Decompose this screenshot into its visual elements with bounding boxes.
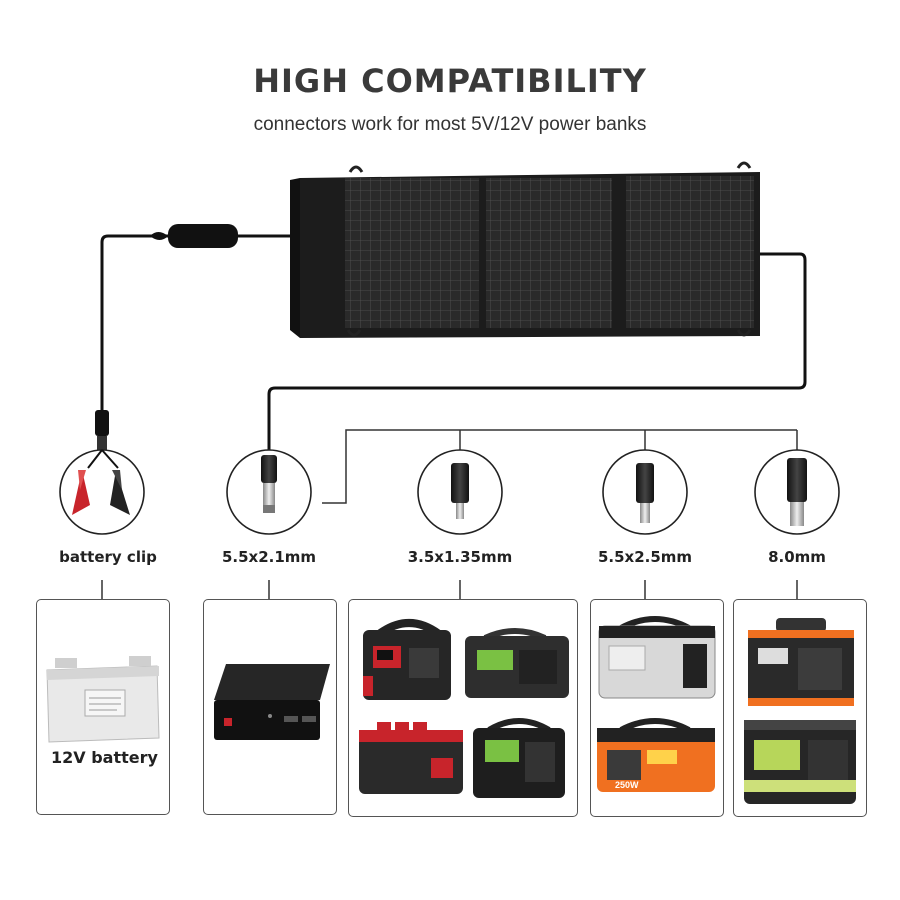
card-portable-stations-b: 250W bbox=[590, 599, 724, 817]
card-power-bank bbox=[203, 599, 337, 815]
dc-plug-icon-8.0 bbox=[787, 458, 807, 526]
dc-plug-icon-5.5x2.5 bbox=[636, 463, 654, 523]
page-subtitle: connectors work for most 5V/12V power ba… bbox=[253, 114, 647, 135]
dc-plug-icon-3.5x1.35 bbox=[451, 463, 469, 519]
solar-cell-panel-3 bbox=[626, 176, 754, 328]
connector-label-battery-clip: battery clip bbox=[59, 548, 157, 566]
dc-plug-icon-5.5x2.1 bbox=[261, 455, 277, 513]
card-portable-stations-c bbox=[733, 599, 867, 817]
card-links bbox=[101, 580, 798, 600]
connector-label-5.5x2.5: 5.5x2.5mm bbox=[597, 548, 693, 566]
power-bank-image bbox=[214, 664, 330, 740]
page-title: HIGH COMPATIBILITY bbox=[253, 62, 647, 100]
clip-connector bbox=[95, 410, 109, 450]
card-portable-stations-a bbox=[348, 599, 578, 817]
connector-label-5.5x2.1: 5.5x2.1mm bbox=[221, 548, 317, 566]
solar-cell-panel-2 bbox=[486, 178, 612, 328]
connector-bracket bbox=[322, 429, 798, 504]
connector-label-8.0: 8.0mm bbox=[768, 548, 826, 566]
stations-c-image bbox=[744, 618, 856, 804]
card-12v-battery: 12V battery bbox=[36, 599, 170, 815]
orange-station-label: 250W bbox=[615, 780, 639, 790]
connector-label-3.5x1.35: 3.5x1.35mm bbox=[407, 548, 513, 566]
stations-b-image: 250W bbox=[597, 616, 716, 792]
solar-cell-panel-1 bbox=[345, 178, 479, 328]
stations-a-image bbox=[359, 619, 569, 798]
solar-panel bbox=[290, 161, 760, 338]
connector-circles bbox=[59, 449, 840, 535]
battery-caption: 12V battery bbox=[51, 748, 158, 767]
cable-module bbox=[150, 224, 238, 248]
battery-image bbox=[46, 656, 160, 743]
cables bbox=[100, 234, 807, 452]
battery-clip-icon bbox=[72, 449, 130, 515]
